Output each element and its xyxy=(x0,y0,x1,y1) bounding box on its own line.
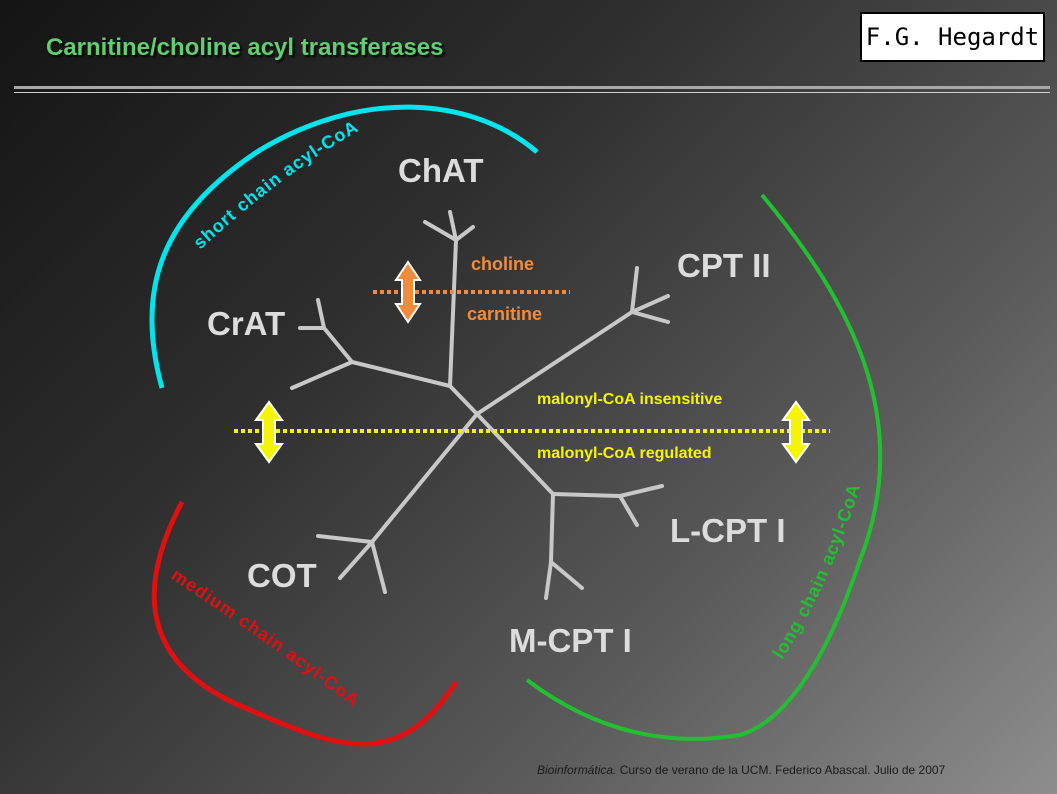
title-rule-thin xyxy=(14,92,1050,93)
malonyl-double-arrow-left xyxy=(254,400,284,464)
malonyl-insensitive-label: malonyl-CoA insensitive xyxy=(537,391,722,408)
footer-italic: Bioinformática. xyxy=(537,763,617,777)
enzyme-label-lcpt1: L-CPT I xyxy=(670,512,785,549)
enzyme-label-crat: CrAT xyxy=(207,305,285,342)
malonyl-double-arrow-right xyxy=(781,400,811,464)
long-chain-arc xyxy=(525,193,883,741)
footer-text: Curso de verano de la UCM. Federico Abas… xyxy=(616,763,946,777)
enzyme-label-mcpt1: M-CPT I xyxy=(509,622,632,659)
choline-label: choline xyxy=(471,254,534,274)
medium-chain-arc xyxy=(151,500,459,747)
enzyme-label-cpt2: CPT II xyxy=(677,247,771,284)
footer-citation: Bioinformática. Curso de verano de la UC… xyxy=(537,763,945,777)
malonyl-regulated-label: malonyl-CoA regulated xyxy=(537,445,712,462)
short-chain-arc xyxy=(149,104,539,389)
author-box: F.G. Hegardt xyxy=(860,12,1045,62)
enzyme-label-cot: COT xyxy=(247,557,317,594)
enzyme-label-chat: ChAT xyxy=(398,152,484,189)
tree-branches xyxy=(290,210,670,600)
slide-title: Carnitine/choline acyl transferases xyxy=(46,34,444,61)
carnitine-label: carnitine xyxy=(467,304,542,324)
substrate-double-arrow xyxy=(394,260,422,324)
title-rule xyxy=(14,86,1050,89)
long-chain-label: long chain acyl-CoA xyxy=(768,481,864,662)
